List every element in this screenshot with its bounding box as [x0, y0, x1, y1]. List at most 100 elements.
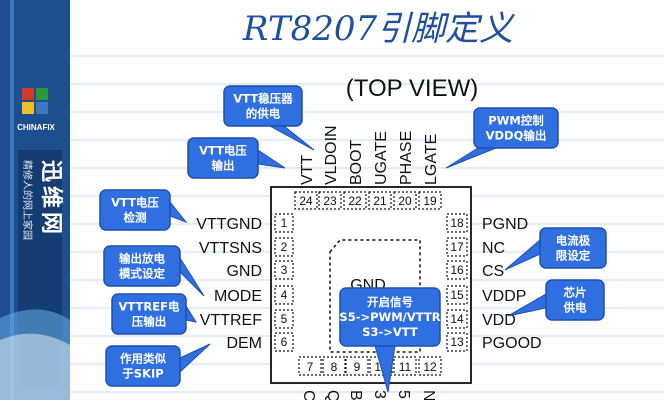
callout-box [539, 227, 607, 269]
pin-label-right: CS [482, 263, 504, 280]
pin-label-left: GND [226, 263, 262, 280]
callout-pointer [269, 125, 315, 151]
callout-text: 检测 [124, 211, 147, 225]
callout-box [223, 85, 303, 127]
callout-text: 于SKIP [122, 367, 163, 381]
callout-box [545, 279, 605, 321]
pin-box-left [274, 309, 294, 329]
pin-box-bottom [393, 356, 417, 376]
pin-number-left: 1 [281, 216, 288, 230]
pin-label-bottom: Q [324, 390, 341, 400]
pin-number-right: 18 [450, 216, 464, 230]
callout-text: 电流极 [556, 234, 591, 248]
callout-text: 作用类似 [120, 352, 166, 366]
pin-box-bottom [322, 356, 346, 376]
pin-number-left: 2 [281, 240, 288, 254]
pin-box-right [446, 285, 468, 305]
pin-label-right: PGOOD [482, 335, 542, 352]
pin-box-right [446, 213, 468, 233]
callout-text: 开启信号 [367, 295, 413, 309]
pin-number-left: 5 [281, 312, 288, 326]
logo-slogan: 精修人的网上家园 [21, 160, 34, 240]
callout-box [111, 293, 187, 335]
callout-pointer [445, 147, 497, 169]
pin-number-right: 15 [450, 288, 464, 302]
chinafix-logo-icon [22, 88, 48, 114]
pin-label-right: PGND [482, 216, 528, 233]
pin-box-bottom [418, 356, 442, 376]
pin-box-top [294, 191, 318, 210]
pin-number-top: 23 [323, 194, 337, 208]
pin-box-top [368, 191, 392, 210]
callout-pointer [257, 149, 286, 169]
callout-pointer [504, 238, 541, 271]
callout-text: VDDQ输出 [486, 129, 547, 143]
pin-box-left [274, 332, 294, 352]
pin-number-top: 22 [348, 194, 362, 208]
pin-label-top: VLDOIN [323, 125, 340, 185]
callout-pointer [169, 200, 188, 224]
pin-box-top [343, 191, 367, 210]
callout-box [99, 189, 171, 231]
view-label: (TOP VIEW) [346, 75, 478, 102]
callout-text: 的供电 [246, 107, 281, 121]
pin-label-bottom: N [420, 390, 437, 400]
pin-label-right: VDD [482, 312, 516, 329]
callout-pointer [179, 343, 211, 374]
callout-box [103, 245, 181, 287]
pin-label-bottom: 3 [371, 390, 388, 399]
pin-label-left: VTTGND [196, 216, 262, 233]
chip-package: GND [270, 186, 472, 384]
pin-box-bottom [298, 356, 322, 376]
pin-box-left [274, 285, 294, 305]
pin-number-top: 20 [398, 194, 412, 208]
pin-box-left [274, 213, 294, 233]
pin-label-bottom: 5 [395, 390, 412, 399]
callout-text: 模式设定 [119, 267, 165, 281]
pin-number-top: 24 [299, 194, 313, 208]
logo-sidebar: CHINAFIX 迅维网 精修人的网上家园 [0, 0, 70, 400]
callout-text: VTT电压 [111, 196, 159, 210]
callout-box [187, 137, 259, 179]
pin-label-left: DEM [226, 335, 262, 352]
pin-box-bottom [345, 356, 369, 376]
pin-label-top: BOOT [348, 139, 365, 185]
pin-box-right [446, 332, 468, 352]
page-title: RT8207引脚定义 [242, 9, 515, 49]
callout-text: 输出放电 [119, 252, 165, 266]
callout-box [105, 345, 181, 387]
callouts: VTT稳压器的供电VTT电压输出PWM控制VDDQ输出VTT电压检测输出放电模式… [99, 85, 607, 393]
callout-box [339, 287, 441, 347]
pin-number-bottom: 12 [423, 360, 437, 374]
pin-box-top [393, 191, 417, 210]
pin-label-bottom: C [300, 390, 317, 400]
pin-box-right [446, 237, 468, 257]
callout-text: 输出 [212, 159, 235, 173]
pin-number-bottom: 7 [307, 360, 314, 374]
pin-number-top: 21 [373, 194, 387, 208]
sidebar-wave-2 [0, 333, 70, 400]
pin-number-bottom: 11 [399, 360, 412, 374]
pin-box-right [446, 260, 468, 280]
pin-number-left: 3 [281, 263, 288, 277]
callout-text: 限设定 [556, 249, 591, 263]
pin-label-top: PHASE [398, 131, 415, 185]
callout-text: 压输出 [132, 315, 167, 329]
pin-number-left: 4 [281, 288, 288, 302]
pin-label-left: MODE [214, 288, 262, 305]
pin-label-left: VTTREF [200, 312, 262, 329]
pin-label-right: VDDP [482, 288, 526, 305]
pin-box-right [446, 309, 468, 329]
pin-label-top: VTT [299, 155, 316, 185]
logo-brand: CHINAFIX [17, 123, 55, 132]
